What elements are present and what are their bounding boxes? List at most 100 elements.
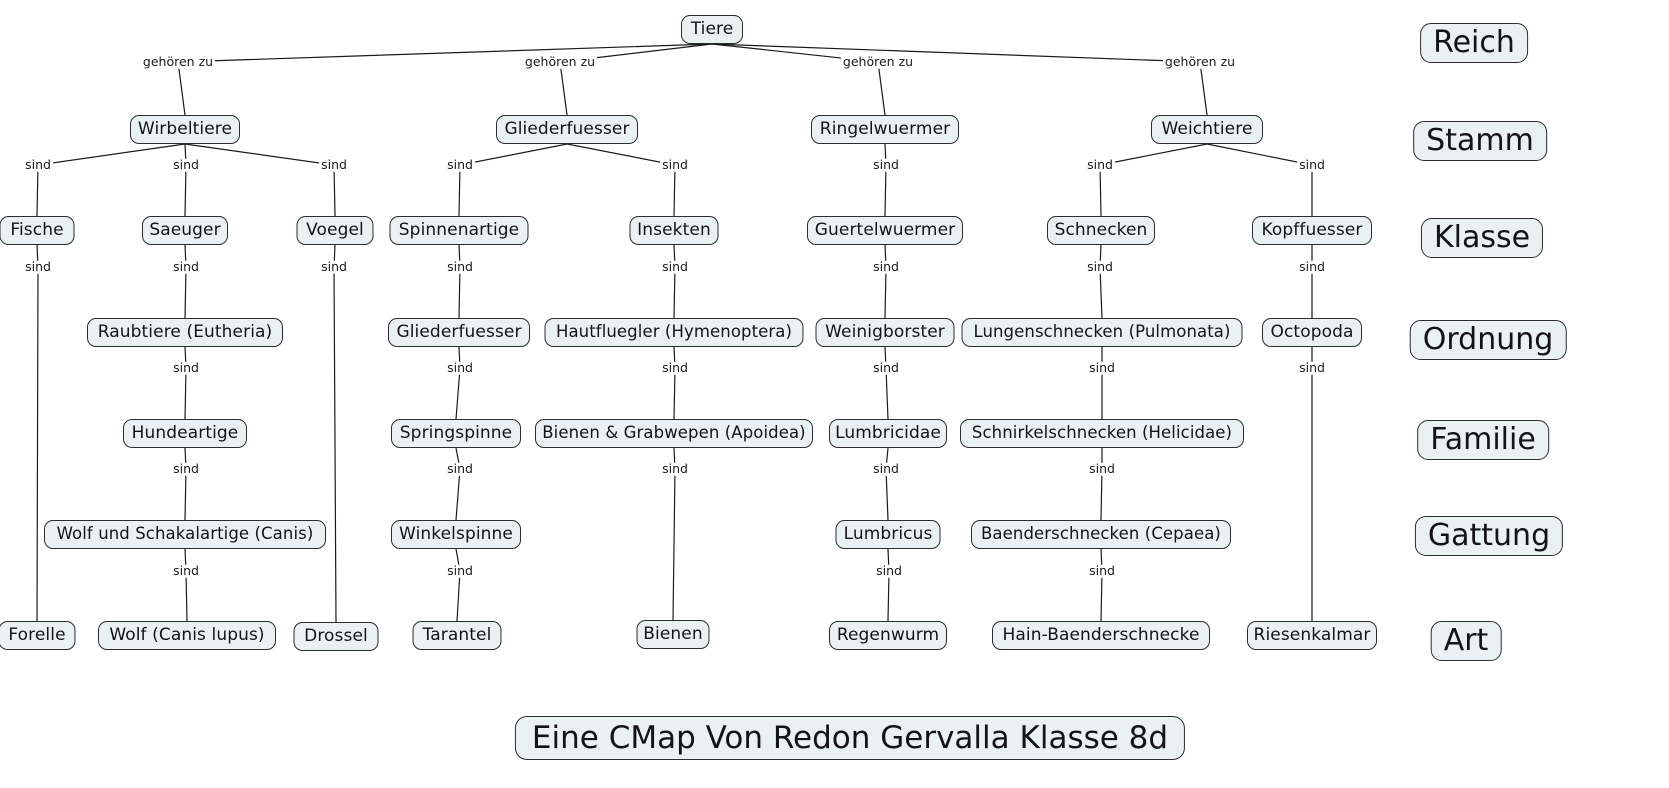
- legend-rank-stamm[interactable]: Stamm: [1413, 121, 1547, 161]
- edge-label-winkelspinne-to-tarantel[interactable]: sind: [445, 562, 475, 578]
- edge-label-tiere-to-gliederfuesser_stamm[interactable]: gehören zu: [522, 53, 598, 69]
- concept-node-weichtiere[interactable]: Weichtiere: [1151, 115, 1263, 144]
- edge-label-insekten-to-hautfluegler[interactable]: sind: [660, 258, 690, 274]
- edge-label-octopoda-to-riesenkalmar[interactable]: sind: [1297, 359, 1327, 375]
- edge-label-tiere-to-wirbeltiere[interactable]: gehören zu: [140, 53, 216, 69]
- edge-label-voegel-to-drossel[interactable]: sind: [319, 258, 349, 274]
- concept-node-lumbricidae[interactable]: Lumbricidae: [829, 419, 947, 448]
- concept-node-octopoda[interactable]: Octopoda: [1262, 318, 1362, 347]
- edge-lumbricus-to-regenwurm: [887, 548, 890, 622]
- edge-label-ringelwuermer-to-guertelwuermer[interactable]: sind: [871, 156, 901, 172]
- edge-label-raubtiere-to-hundeartige[interactable]: sind: [171, 359, 201, 375]
- legend-rank-reich[interactable]: Reich: [1420, 23, 1528, 63]
- concept-node-gliederfuesser_stamm[interactable]: Gliederfuesser: [496, 115, 638, 144]
- edge-hautfluegler-to-bienen_grabwepen: [673, 346, 676, 420]
- edge-label-tiere-to-ringelwuermer[interactable]: gehören zu: [840, 53, 916, 69]
- edge-label-wirbeltiere-to-voegel[interactable]: sind: [319, 156, 349, 172]
- edge-label-baenderschnecken-to-hain_baenderschnecke[interactable]: sind: [1087, 562, 1117, 578]
- legend-rank-familie[interactable]: Familie: [1417, 420, 1549, 460]
- concept-node-insekten[interactable]: Insekten: [629, 216, 719, 245]
- edge-label-wirbeltiere-to-saeuger[interactable]: sind: [171, 156, 201, 172]
- edge-label-lungenschnecken-to-schnirkelschnecken[interactable]: sind: [1087, 359, 1117, 375]
- concept-node-bienen[interactable]: Bienen: [636, 620, 710, 649]
- edge-gliederfuesser_stamm-to-insekten: [566, 143, 676, 217]
- concept-node-baenderschnecken[interactable]: Baenderschnecken (Cepaea): [971, 520, 1231, 549]
- edge-label-bienen_grabwepen-to-bienen[interactable]: sind: [660, 460, 690, 476]
- concept-node-spinnenartige[interactable]: Spinnenartige: [389, 216, 529, 245]
- edge-label-fische-to-forelle[interactable]: sind: [23, 258, 53, 274]
- edge-label-tiere-to-weichtiere[interactable]: gehören zu: [1162, 53, 1238, 69]
- edge-label-weinigborster-to-lumbricidae[interactable]: sind: [871, 359, 901, 375]
- concept-node-guertelwuermer[interactable]: Guertelwuermer: [807, 216, 963, 245]
- concept-node-schnecken[interactable]: Schnecken: [1047, 216, 1155, 245]
- edge-label-weichtiere-to-schnecken[interactable]: sind: [1085, 156, 1115, 172]
- edge-label-spinnenartige-to-gliederfuesser_klasse[interactable]: sind: [445, 258, 475, 274]
- concept-node-weinigborster[interactable]: Weinigborster: [815, 318, 955, 347]
- edge-label-hautfluegler-to-bienen_grabwepen[interactable]: sind: [660, 359, 690, 375]
- concept-node-fische[interactable]: Fische: [0, 216, 75, 245]
- edge-label-gliederfuesser_stamm-to-spinnenartige[interactable]: sind: [445, 156, 475, 172]
- edge-label-gliederfuesser_klasse-to-springspinne[interactable]: sind: [445, 359, 475, 375]
- concept-node-voegel[interactable]: Voegel: [296, 216, 374, 245]
- concept-node-schnirkelschnecken[interactable]: Schnirkelschnecken (Helicidae): [960, 419, 1244, 448]
- edge-gliederfuesser_klasse-to-springspinne: [455, 346, 461, 420]
- edge-ringelwuermer-to-guertelwuermer: [884, 143, 887, 217]
- concept-node-hain_baenderschnecke[interactable]: Hain-Baenderschnecke: [992, 621, 1210, 650]
- edge-winkelspinne-to-tarantel: [455, 548, 461, 622]
- edge-weichtiere-to-schnecken: [1099, 143, 1208, 217]
- edge-label-lumbricidae-to-lumbricus[interactable]: sind: [871, 460, 901, 476]
- edge-label-gliederfuesser_stamm-to-insekten[interactable]: sind: [660, 156, 690, 172]
- concept-node-lungenschnecken[interactable]: Lungenschnecken (Pulmonata): [961, 318, 1243, 347]
- edge-label-wolf_schakalartige-to-wolf_canis_lupus[interactable]: sind: [171, 562, 201, 578]
- edge-label-weichtiere-to-kopffuesser[interactable]: sind: [1297, 156, 1327, 172]
- legend-rank-gattung[interactable]: Gattung: [1414, 516, 1564, 556]
- edge-weichtiere-to-kopffuesser: [1206, 143, 1313, 216]
- edge-label-schnirkelschnecken-to-baenderschnecken[interactable]: sind: [1087, 460, 1117, 476]
- edge-label-lumbricus-to-regenwurm[interactable]: sind: [874, 562, 904, 578]
- concept-node-riesenkalmar[interactable]: Riesenkalmar: [1247, 621, 1377, 650]
- concept-node-wolf_canis_lupus[interactable]: Wolf (Canis lupus): [98, 621, 276, 650]
- concept-node-raubtiere[interactable]: Raubtiere (Eutheria): [87, 318, 283, 347]
- edge-tiere-to-weichtiere: [711, 43, 1208, 116]
- edge-fische-to-forelle: [36, 244, 39, 622]
- concept-node-ringelwuermer[interactable]: Ringelwuermer: [811, 115, 959, 144]
- legend-rank-art[interactable]: Art: [1430, 621, 1502, 661]
- edge-label-guertelwuermer-to-weinigborster[interactable]: sind: [871, 258, 901, 274]
- legend-rank-klasse[interactable]: Klasse: [1420, 218, 1544, 258]
- edge-spinnenartige-to-gliederfuesser_klasse: [458, 244, 461, 319]
- concept-node-gliederfuesser_klasse[interactable]: Gliederfuesser: [388, 318, 530, 347]
- edge-label-hundeartige-to-wolf_schakalartige[interactable]: sind: [171, 460, 201, 476]
- concept-node-wolf_schakalartige[interactable]: Wolf und Schakalartige (Canis): [44, 520, 326, 549]
- edge-voegel-to-drossel: [333, 244, 337, 623]
- edge-lumbricidae-to-lumbricus: [885, 447, 889, 521]
- concept-node-tarantel[interactable]: Tarantel: [412, 621, 502, 650]
- concept-node-bienen_grabwepen[interactable]: Bienen & Grabwepen (Apoidea): [535, 419, 813, 448]
- edge-hundeartige-to-wolf_schakalartige: [184, 447, 187, 521]
- edge-label-schnecken-to-lungenschnecken[interactable]: sind: [1085, 258, 1115, 274]
- concept-node-regenwurm[interactable]: Regenwurm: [829, 621, 947, 650]
- edge-label-springspinne-to-winkelspinne[interactable]: sind: [445, 460, 475, 476]
- concept-node-hundeartige[interactable]: Hundeartige: [123, 419, 247, 448]
- concept-node-winkelspinne[interactable]: Winkelspinne: [391, 520, 521, 549]
- legend-rank-ordnung[interactable]: Ordnung: [1409, 320, 1567, 360]
- edge-wirbeltiere-to-fische: [36, 143, 186, 217]
- edge-raubtiere-to-hundeartige: [184, 346, 187, 420]
- edge-gliederfuesser_stamm-to-spinnenartige: [458, 143, 568, 217]
- edge-label-saeuger-to-raubtiere[interactable]: sind: [171, 258, 201, 274]
- cmap-title-box[interactable]: Eine CMap Von Redon Gervalla Klasse 8d: [514, 716, 1186, 760]
- edge-wirbeltiere-to-saeuger: [184, 143, 187, 217]
- edge-wolf_schakalartige-to-wolf_canis_lupus: [184, 548, 188, 622]
- edge-wirbeltiere-to-voegel: [184, 143, 336, 217]
- concept-node-saeuger[interactable]: Saeuger: [142, 216, 228, 245]
- concept-node-springspinne[interactable]: Springspinne: [391, 419, 521, 448]
- concept-node-hautfluegler[interactable]: Hautfluegler (Hymenoptera): [544, 318, 804, 347]
- concept-node-lumbricus[interactable]: Lumbricus: [835, 520, 941, 549]
- concept-node-drossel[interactable]: Drossel: [293, 622, 379, 651]
- concept-node-wirbeltiere[interactable]: Wirbeltiere: [130, 115, 240, 144]
- concept-node-kopffuesser[interactable]: Kopffuesser: [1252, 216, 1372, 245]
- edge-weinigborster-to-lumbricidae: [884, 346, 889, 420]
- concept-node-tiere[interactable]: Tiere: [681, 15, 743, 44]
- edge-label-wirbeltiere-to-fische[interactable]: sind: [23, 156, 53, 172]
- edge-label-kopffuesser-to-octopoda[interactable]: sind: [1297, 258, 1327, 274]
- concept-node-forelle[interactable]: Forelle: [0, 621, 76, 650]
